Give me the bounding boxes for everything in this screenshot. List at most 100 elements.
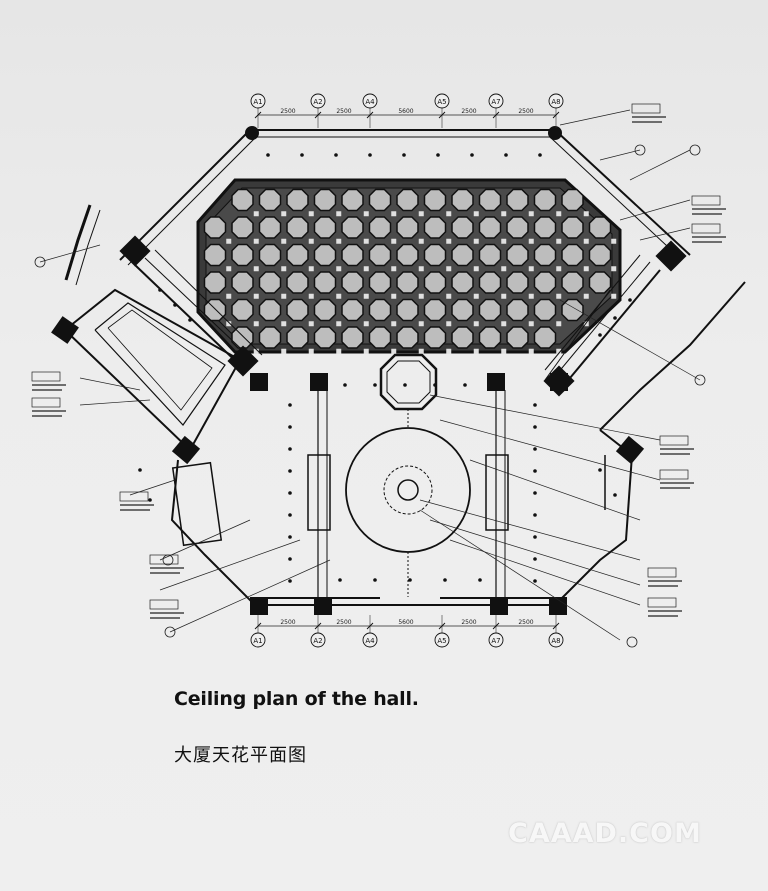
axis-bubble xyxy=(434,93,450,109)
downlight xyxy=(533,403,537,407)
coffer-node xyxy=(583,321,589,327)
downlight xyxy=(343,383,347,387)
coffer-cell xyxy=(341,216,364,239)
coffer-node xyxy=(418,211,424,217)
coffer-node xyxy=(281,321,287,327)
axis-label: A7 xyxy=(491,98,500,106)
coffer-cell xyxy=(561,298,584,322)
tag-box xyxy=(119,491,149,502)
downlight xyxy=(288,469,292,473)
axis-bubble xyxy=(548,93,564,109)
symbol-bubble xyxy=(34,256,46,268)
coffer-node xyxy=(473,211,479,217)
tag-box xyxy=(631,103,661,114)
axis-label: A2 xyxy=(313,98,322,106)
round-ceiling-dome xyxy=(345,427,471,553)
left-bench-fixture xyxy=(307,454,331,531)
annotation-tags xyxy=(31,103,726,648)
coffer-cell xyxy=(423,326,447,349)
coffer-node xyxy=(528,293,534,299)
axis-bubble xyxy=(310,93,326,109)
column xyxy=(487,373,505,391)
coffer-node xyxy=(391,348,397,354)
coffer-node xyxy=(363,293,369,299)
coffer-node xyxy=(391,266,397,272)
coffer-cell xyxy=(396,216,419,239)
coffer-node xyxy=(583,238,589,244)
downlight xyxy=(436,153,440,157)
coffer-cell xyxy=(231,243,254,267)
symbol-bubble xyxy=(164,626,176,638)
coffer-cell xyxy=(286,188,309,212)
coffer-node xyxy=(253,293,259,299)
column xyxy=(655,240,687,272)
symbol-bubble xyxy=(689,144,701,156)
coffer-cell xyxy=(341,298,364,322)
coffer-cell xyxy=(203,216,227,239)
downlight xyxy=(628,298,632,302)
dimension-value: 2500 xyxy=(280,619,295,626)
coffer-node xyxy=(281,293,287,299)
southwest-wall xyxy=(170,459,256,606)
coffer-node xyxy=(418,266,424,272)
coffer-node xyxy=(528,266,534,272)
dimension-value: 2500 xyxy=(461,108,476,115)
coffer-node xyxy=(528,321,534,327)
coffer-cell xyxy=(341,326,364,349)
northeast-wall-inner xyxy=(549,136,683,261)
coffer-cell xyxy=(231,188,254,212)
coffer-cell xyxy=(561,188,584,212)
coffer-node xyxy=(501,348,507,354)
caption-english: Ceiling plan of the hall. xyxy=(174,688,419,710)
downlight xyxy=(533,469,537,473)
column xyxy=(490,597,508,615)
coffer-cell xyxy=(396,188,419,212)
coffer-cell xyxy=(231,298,254,322)
coffer-cell xyxy=(478,188,502,212)
leader-lines xyxy=(39,109,701,641)
dimension-tick xyxy=(438,622,446,630)
coffer-node xyxy=(446,266,452,272)
coffer-cell xyxy=(533,271,557,294)
coffer-cell xyxy=(368,326,392,349)
coffer-cell xyxy=(506,243,529,267)
coffer-node xyxy=(253,348,259,354)
coffer-cell xyxy=(423,216,447,239)
coffer-cell xyxy=(451,271,474,294)
dimension-tick xyxy=(254,111,262,119)
dimension-tick xyxy=(492,622,500,630)
central-hall xyxy=(171,353,606,597)
coffer-node xyxy=(253,211,259,217)
coffer-node xyxy=(336,321,342,327)
coffer-cell xyxy=(203,298,227,322)
column xyxy=(250,597,268,615)
coffer-cell xyxy=(478,326,502,349)
coffer-cell xyxy=(588,243,612,267)
coffer-cell xyxy=(313,243,337,267)
coffer-node xyxy=(391,211,397,217)
coffer-node xyxy=(308,238,314,244)
coffer-cell xyxy=(423,188,447,212)
coffer-cell xyxy=(368,298,392,322)
axis-label: A5 xyxy=(437,98,446,106)
west-wing-inner-2 xyxy=(107,309,213,411)
column xyxy=(314,597,332,615)
coffer-cell xyxy=(588,216,612,239)
coffer-node xyxy=(308,348,314,354)
coffer-cell xyxy=(313,298,337,322)
northwest-wall xyxy=(119,129,251,261)
coffer-node xyxy=(253,321,259,327)
coffer-node xyxy=(336,266,342,272)
coffer-cell xyxy=(286,298,309,322)
coffer-cell xyxy=(506,216,529,239)
coffer-cell xyxy=(506,188,529,212)
coffer-node xyxy=(446,238,452,244)
downlight xyxy=(533,579,537,583)
tag-box xyxy=(691,195,721,206)
downlight xyxy=(288,579,292,583)
coffer-node xyxy=(473,321,479,327)
dimension-tick xyxy=(552,111,560,119)
coffer-node xyxy=(281,211,287,217)
coffer-node xyxy=(583,266,589,272)
axis-bubble xyxy=(488,93,504,109)
